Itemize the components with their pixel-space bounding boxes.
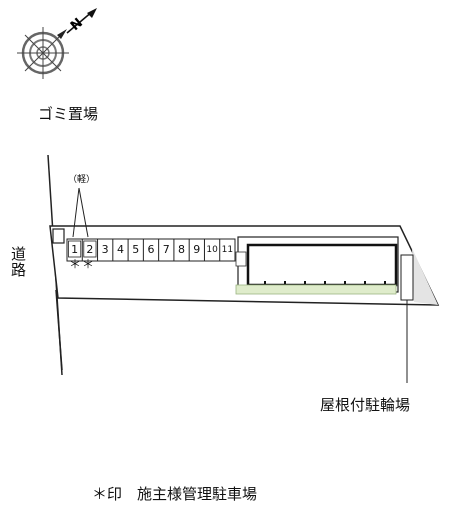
entry-steps [235, 251, 247, 267]
light-car-label: （軽） [68, 175, 96, 185]
bicycle-parking-label: 屋根付駐輪場 [320, 396, 411, 414]
parking-space-3: 3 [101, 243, 109, 256]
parking-space-7: 7 [162, 243, 170, 256]
planting-area [412, 248, 438, 305]
parking-space-1: 1 [71, 243, 79, 256]
green-strip [235, 284, 397, 295]
light-car-pointer [78, 187, 89, 238]
light-car-pointer [72, 187, 80, 238]
parking-space-10: 10 [206, 245, 218, 255]
compass-rose: N [17, 8, 97, 79]
road-label: 道路 [9, 246, 27, 278]
parking-space-9: 9 [193, 243, 201, 256]
building-balcony-marks [264, 281, 386, 285]
parking-space-5: 5 [132, 243, 140, 256]
light-car-space-box [83, 240, 97, 258]
parking-space-2: 2 [86, 243, 94, 256]
light-car-space-box [68, 240, 82, 258]
parking-space-4: 4 [116, 243, 124, 256]
garbage-enclosure [52, 228, 65, 244]
building-interior [246, 243, 398, 287]
road-line-right [55, 289, 63, 371]
legend-note: ＊印 施主様管理駐車場 [92, 485, 258, 503]
owner-mark-2: ＊ [82, 257, 95, 271]
garbage-area-label: ゴミ置場 [38, 105, 99, 123]
owner-mark-1: ＊ [69, 257, 82, 271]
parking-space-8: 8 [178, 243, 186, 256]
parking-space-11: 11 [221, 245, 234, 255]
bicycle-parking-shed [400, 254, 414, 301]
parking-strip [66, 238, 236, 262]
parking-space-6: 6 [147, 243, 155, 256]
north-arrow [66, 10, 94, 34]
